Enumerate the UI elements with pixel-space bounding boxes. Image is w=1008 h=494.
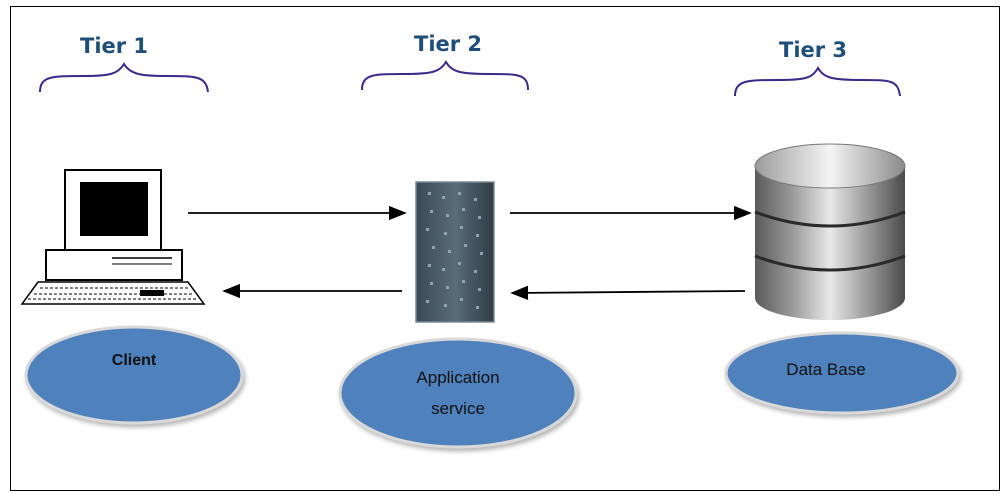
app-label-line2: service bbox=[431, 399, 485, 418]
db-label: Data Base bbox=[786, 360, 866, 379]
tier-2-brace bbox=[361, 60, 529, 91]
client-label: Client bbox=[111, 352, 157, 369]
tier-3-label: Tier 3 bbox=[779, 38, 848, 62]
app-label-line1: Application bbox=[416, 368, 500, 387]
arrow-db-to-app bbox=[510, 285, 746, 301]
tier-1-label: Tier 1 bbox=[80, 34, 149, 58]
app-ellipse bbox=[338, 337, 578, 449]
client-ellipse bbox=[24, 325, 244, 425]
tier-3-brace bbox=[734, 66, 901, 97]
computer-icon bbox=[20, 169, 206, 305]
server-icon bbox=[415, 181, 495, 323]
database-icon bbox=[754, 143, 906, 320]
tier-2-label: Tier 2 bbox=[414, 32, 483, 56]
db-ellipse bbox=[724, 331, 960, 415]
tier-1-brace bbox=[39, 62, 209, 93]
